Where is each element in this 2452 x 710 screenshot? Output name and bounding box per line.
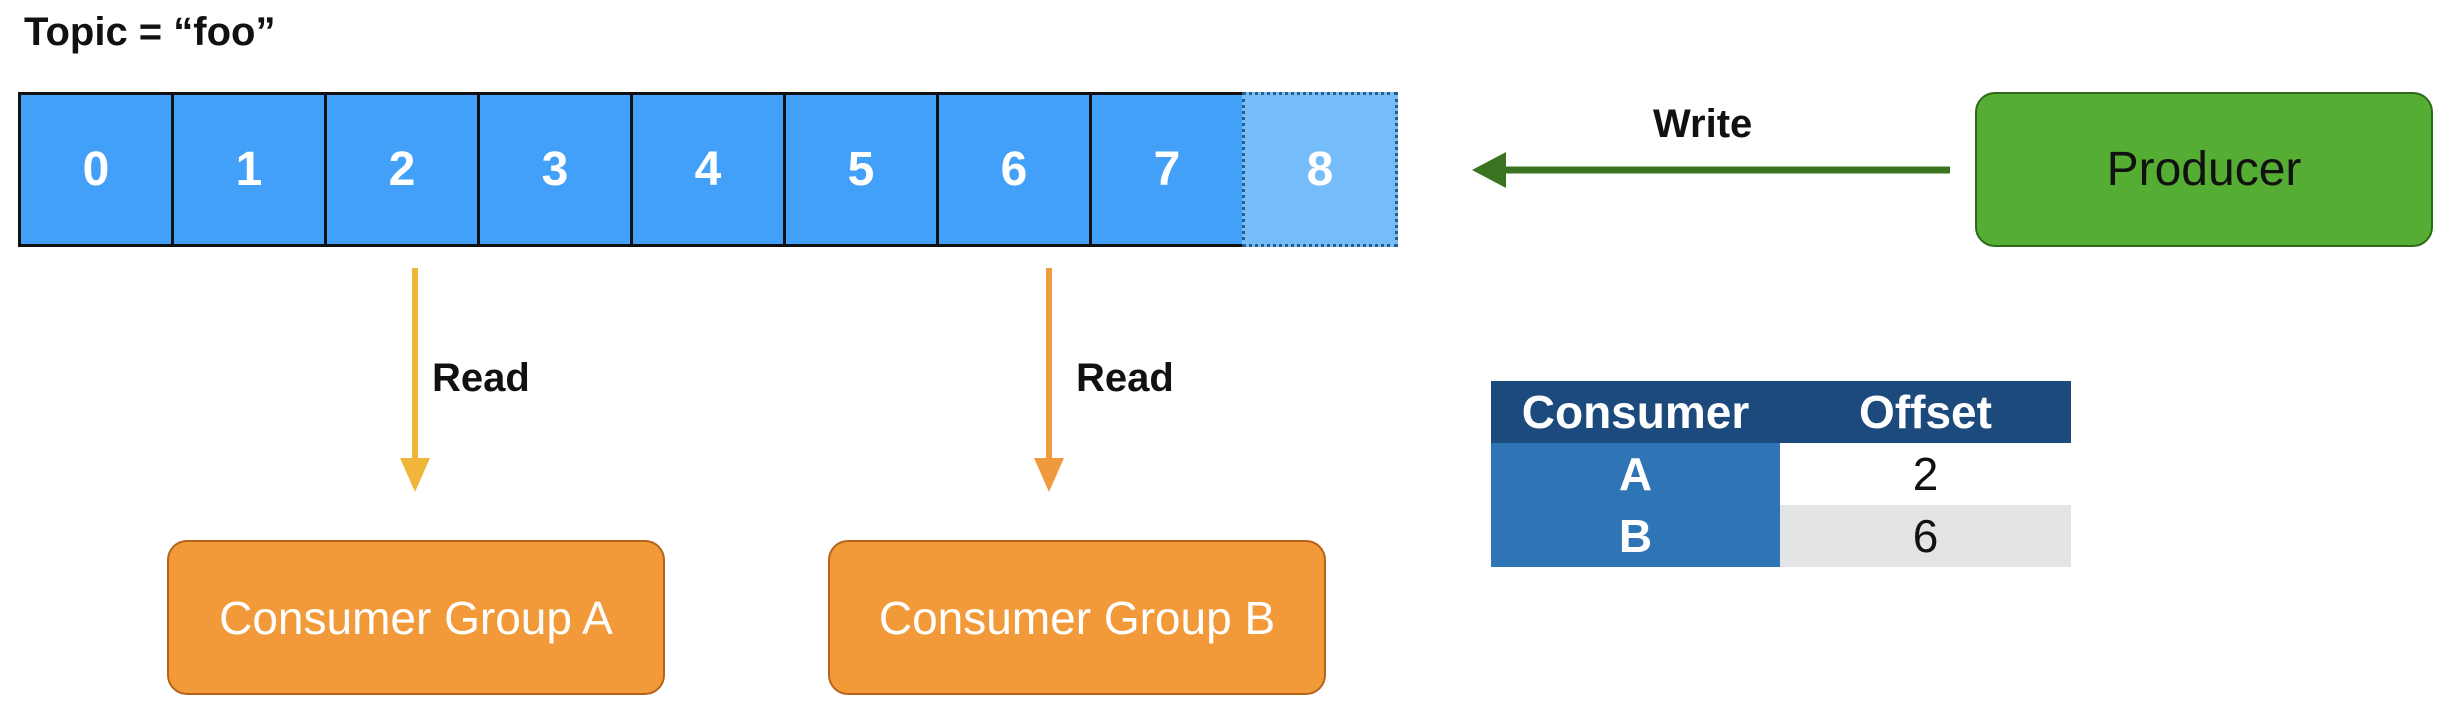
consumer-cell: B (1491, 505, 1780, 567)
write-arrow (1472, 152, 1950, 188)
read-label-a: Read (432, 356, 530, 400)
offset-cell-5: 5 (783, 92, 939, 247)
offset-cell-2: 2 (324, 92, 480, 247)
read-arrow-a (400, 268, 430, 492)
partition-log: 0 1 2 3 4 5 6 7 8 (18, 92, 1398, 247)
offset-column-header: Offset (1780, 381, 2071, 443)
offset-cell-8-pending: 8 (1242, 92, 1398, 247)
write-label: Write (1653, 102, 1753, 146)
offset-cell: 6 (1780, 505, 2071, 567)
offset-cell-4: 4 (630, 92, 786, 247)
offset-table: Consumer Offset A 2 B 6 (1491, 381, 2071, 567)
consumer-cell: A (1491, 443, 1780, 505)
offset-cell-0: 0 (18, 92, 174, 247)
offset-cell-7: 7 (1089, 92, 1245, 247)
offset-cell: 2 (1780, 443, 2071, 505)
offset-cell-3: 3 (477, 92, 633, 247)
consumer-column-header: Consumer (1491, 381, 1780, 443)
table-row: A 2 (1491, 443, 2071, 505)
read-label-b: Read (1076, 356, 1174, 400)
producer-box: Producer (1975, 92, 2433, 247)
consumer-group-b-box: Consumer Group B (828, 540, 1326, 695)
table-row: B 6 (1491, 505, 2071, 567)
consumer-group-a-box: Consumer Group A (167, 540, 665, 695)
topic-title: Topic = “foo” (24, 10, 276, 54)
read-arrow-b (1034, 268, 1064, 492)
offset-table-header-row: Consumer Offset (1491, 381, 2071, 443)
